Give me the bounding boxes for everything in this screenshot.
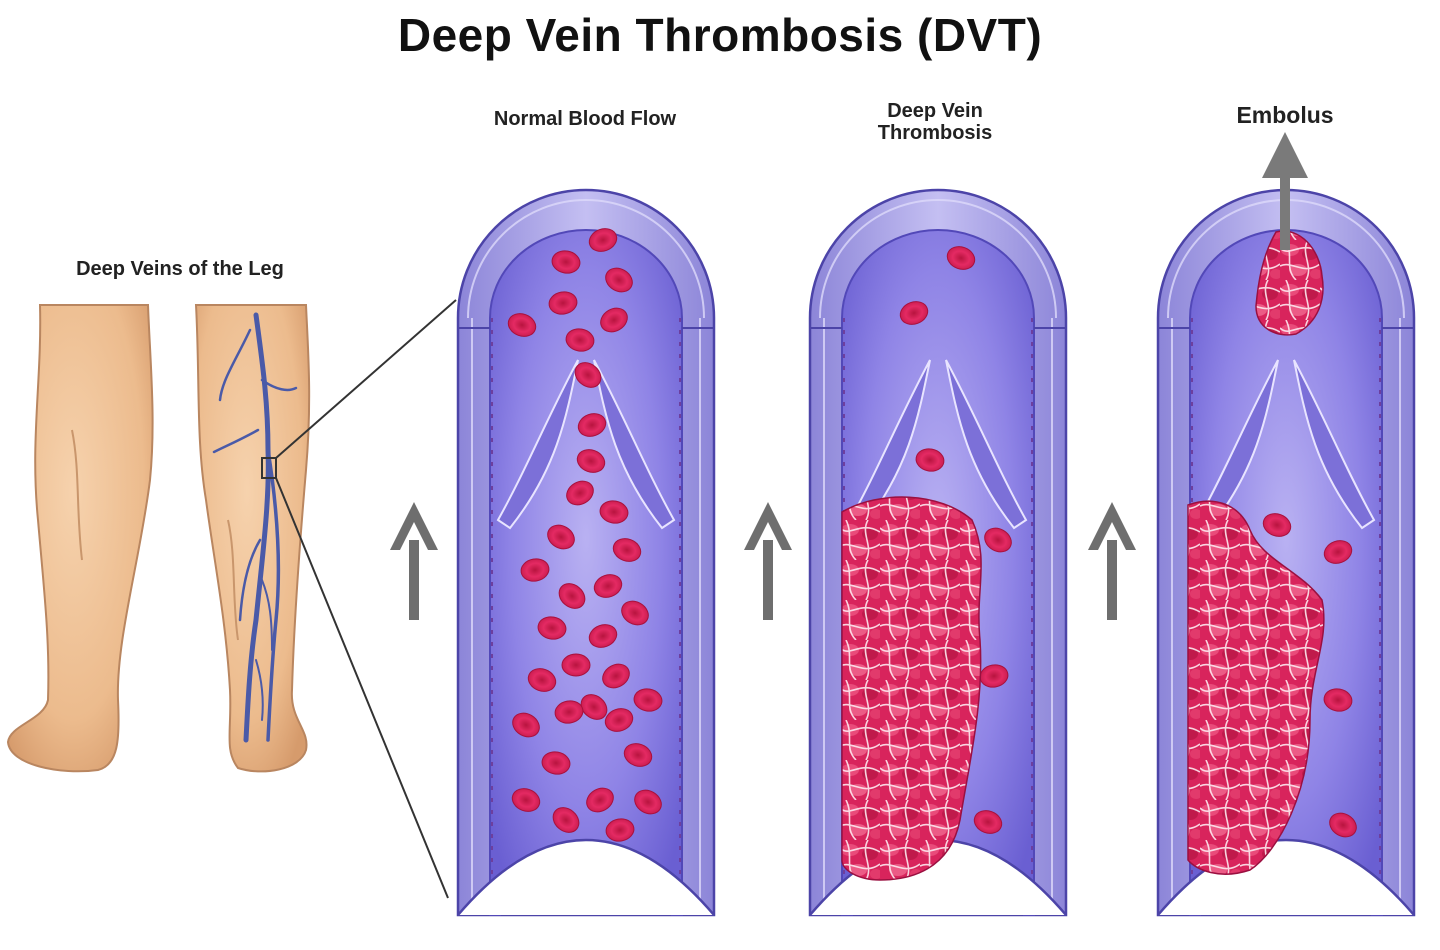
right-leg xyxy=(196,305,309,771)
zoom-line-bottom xyxy=(276,478,448,898)
vein-thrombosis xyxy=(810,190,1066,915)
flow-arrow-2 xyxy=(744,502,792,620)
flow-arrow-3 xyxy=(1088,502,1136,620)
vein-embolus xyxy=(1158,190,1414,915)
vein-normal-flow xyxy=(458,190,714,915)
red-blood-cell xyxy=(562,654,590,676)
legs-illustration xyxy=(8,305,309,771)
flow-arrow-1 xyxy=(390,502,438,620)
